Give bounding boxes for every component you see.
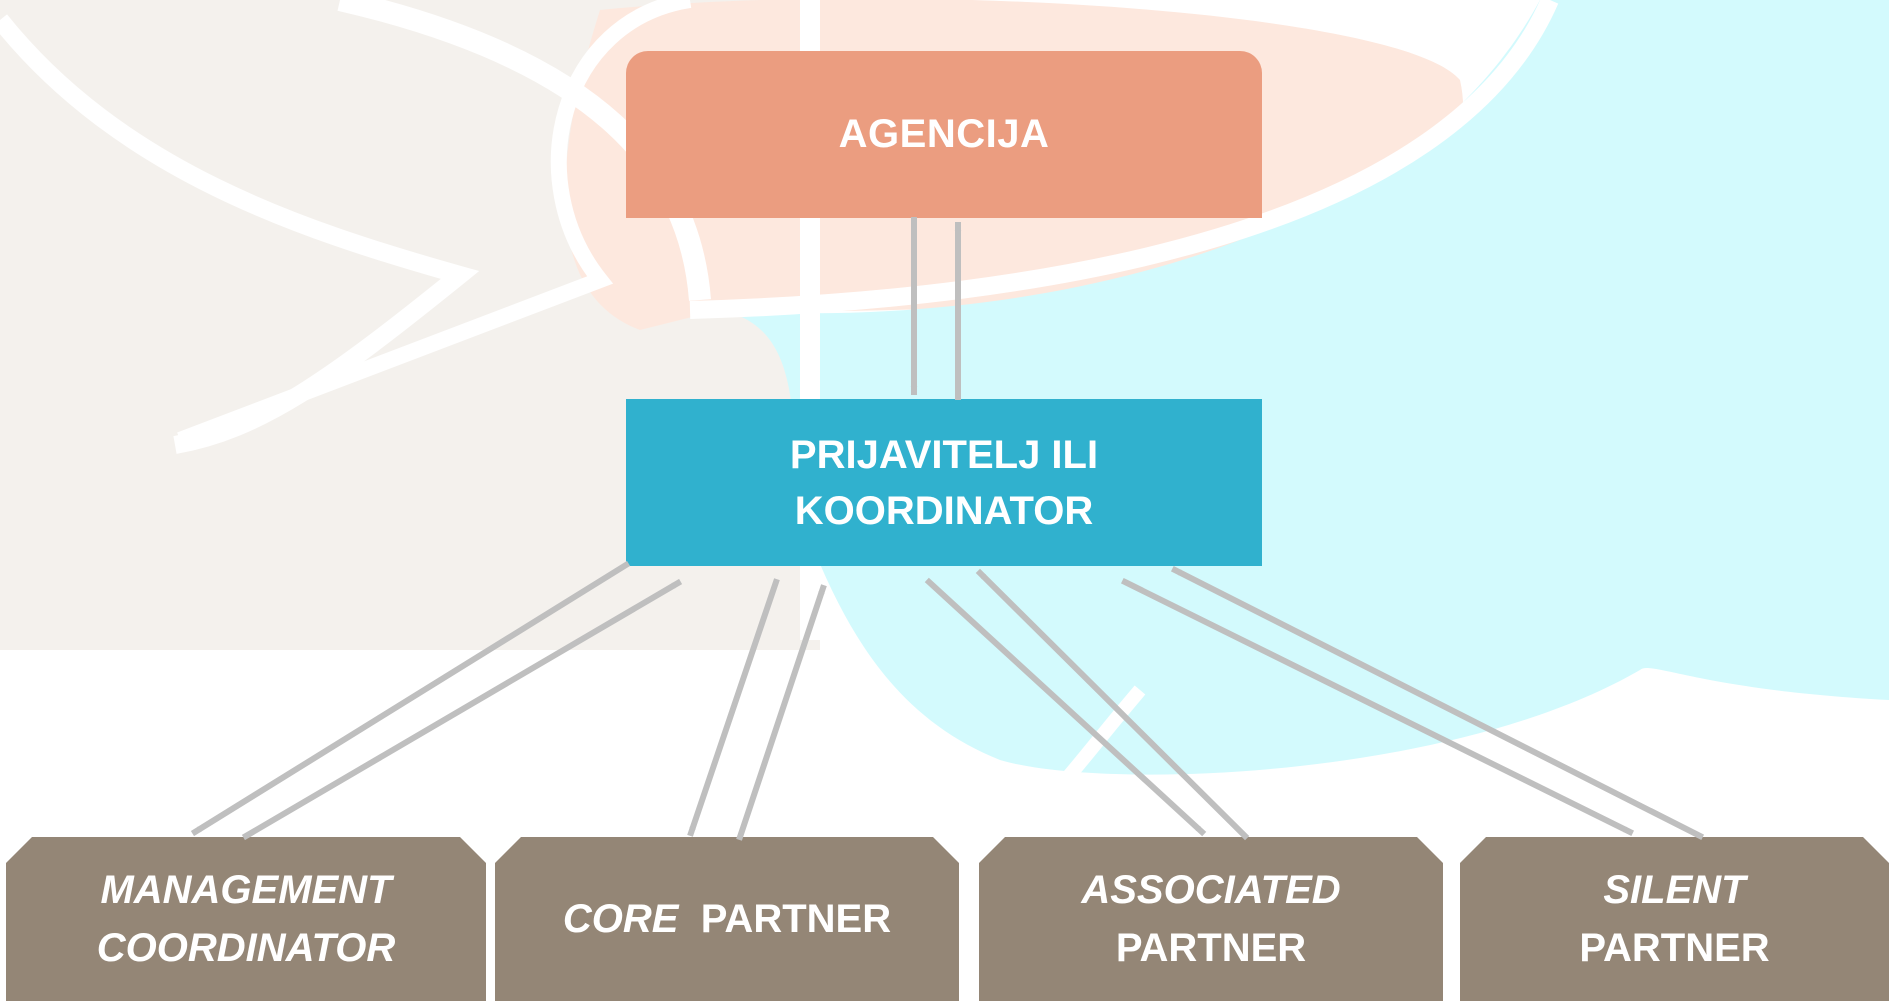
agencija-box: AGENCIJA <box>626 51 1262 218</box>
management-coordinator-line1: MANAGEMENT <box>100 868 392 912</box>
associated-partner-box: ASSOCIATED PARTNER <box>979 837 1443 1001</box>
agencija-label: AGENCIJA <box>838 112 1050 156</box>
management-coordinator-box: MANAGEMENT COORDINATOR <box>6 837 486 1001</box>
associated-partner-line1: ASSOCIATED <box>1081 868 1341 912</box>
prijavitelj-label-line1: PRIJAVITELJ ILI <box>789 432 1099 477</box>
associated-partner-line2: PARTNER <box>1115 926 1307 970</box>
silent-partner-line1: SILENT <box>1603 868 1746 912</box>
management-coordinator-line2: COORDINATOR <box>96 926 396 970</box>
prijavitelj-label-line2: KOORDINATOR <box>794 488 1094 533</box>
silent-partner-line2: PARTNER <box>1579 926 1770 970</box>
core-partner-box: CORE PARTNER <box>495 837 959 1001</box>
core-partner-text: PARTNER <box>700 897 892 941</box>
silent-partner-box: SILENT PARTNER <box>1460 837 1889 1001</box>
prijavitelj-koordinator-box: PRIJAVITELJ ILI KOORDINATOR <box>626 399 1262 566</box>
core-partner-italic: CORE <box>562 897 679 941</box>
